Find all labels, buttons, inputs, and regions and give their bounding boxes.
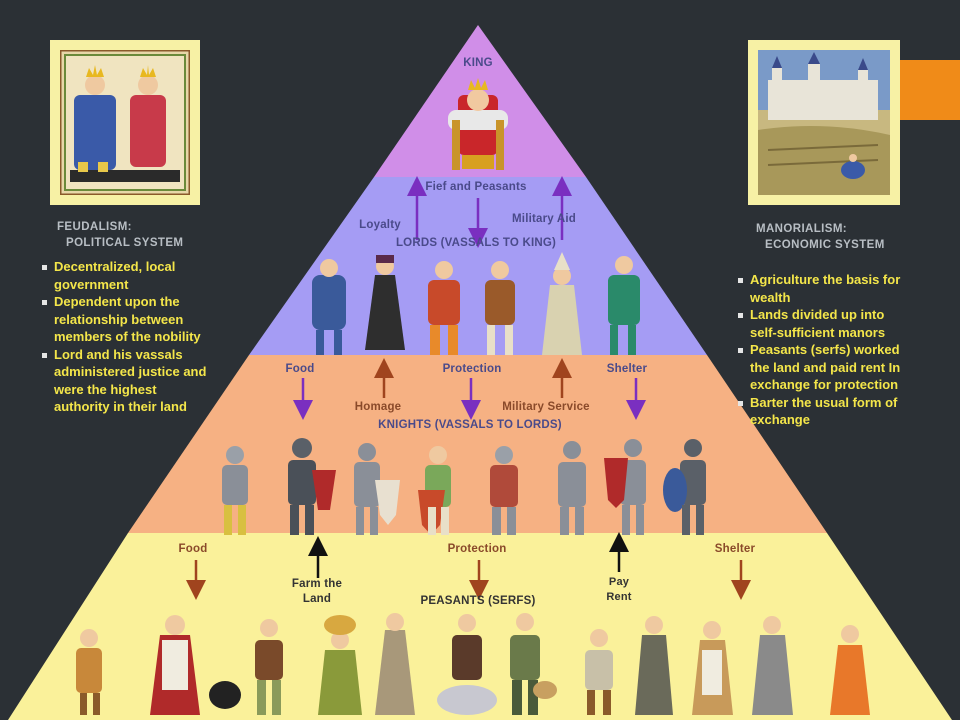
feudalism-caption-line2: POLITICAL SYSTEM (66, 237, 184, 249)
peasants-protection-label: Protection (447, 543, 507, 555)
loyalty-label: Loyalty (359, 219, 401, 231)
feudalism-bullet: Decentralized, local government (42, 258, 210, 293)
bullet-square-icon (42, 265, 47, 270)
bullet-square-icon (738, 278, 743, 283)
bullet-square-icon (738, 313, 743, 318)
bullet-square-icon (738, 400, 743, 406)
feudalism-caption-line1: FEUDALISM: (57, 221, 132, 233)
lord-figures (312, 252, 640, 355)
feudalism-bullet: Lord and his vassals administered justic… (42, 346, 210, 416)
manorialism-bullet: Agriculture the basis for wealth (738, 271, 908, 306)
pay-rent-label-line2: Rent (606, 591, 632, 603)
feudalism-bullet: Dependent upon the relationship between … (42, 293, 210, 346)
knights-tier (128, 355, 827, 533)
feudalism-bullet-list: Decentralized, local government Dependen… (42, 258, 210, 416)
farm-the-land-label-line1: Farm the (291, 578, 343, 590)
accent-square (900, 60, 960, 120)
knights-protection-label: Protection (442, 363, 502, 375)
knights-shelter-label: Shelter (606, 363, 648, 375)
military-aid-label: Military Aid (512, 213, 576, 225)
homage-label: Homage (354, 401, 402, 413)
fief-and-peasants-label: Fief and Peasants (425, 181, 527, 193)
bullet-square-icon (738, 348, 743, 353)
knights-tier-title: KNIGHTS (VASSALS TO LORDS) (378, 419, 562, 431)
knight-figures (222, 438, 706, 535)
manorialism-bullet: Lands divided up into self-sufficient ma… (738, 306, 908, 341)
manorialism-caption-line1: MANORIALISM: (756, 223, 848, 235)
manorialism-bullet: Peasants (serfs) worked the land and pai… (738, 341, 908, 394)
peasants-shelter-label: Shelter (714, 543, 756, 555)
feudalism-illustration (58, 48, 192, 197)
lords-tier-title: LORDS (VASSALS TO KING) (395, 237, 557, 249)
lords-tier (249, 177, 707, 355)
pay-rent-label-line1: Pay (608, 576, 630, 588)
military-service-label: Military Service (502, 401, 590, 413)
bullet-square-icon (42, 352, 47, 358)
feudalism-illustration-frame (50, 40, 200, 205)
manorialism-bullet-list: Agriculture the basis for wealth Lands d… (738, 271, 908, 429)
manorialism-bullet: Barter the usual form of exchange (738, 394, 908, 429)
manorialism-illustration (758, 50, 890, 195)
farm-the-land-label-line2: Land (302, 593, 332, 605)
peasant-figures (76, 613, 870, 715)
peasants-tier-title: PEASANTS (SERFS) (420, 595, 536, 607)
king-label: KING (463, 57, 493, 69)
manorialism-caption-line2: ECONOMIC SYSTEM (765, 239, 885, 251)
king-figure (448, 78, 508, 170)
bullet-square-icon (42, 300, 47, 305)
peasants-food-label: Food (178, 543, 208, 555)
knights-food-label: Food (285, 363, 315, 375)
manorialism-illustration-frame (748, 40, 900, 205)
